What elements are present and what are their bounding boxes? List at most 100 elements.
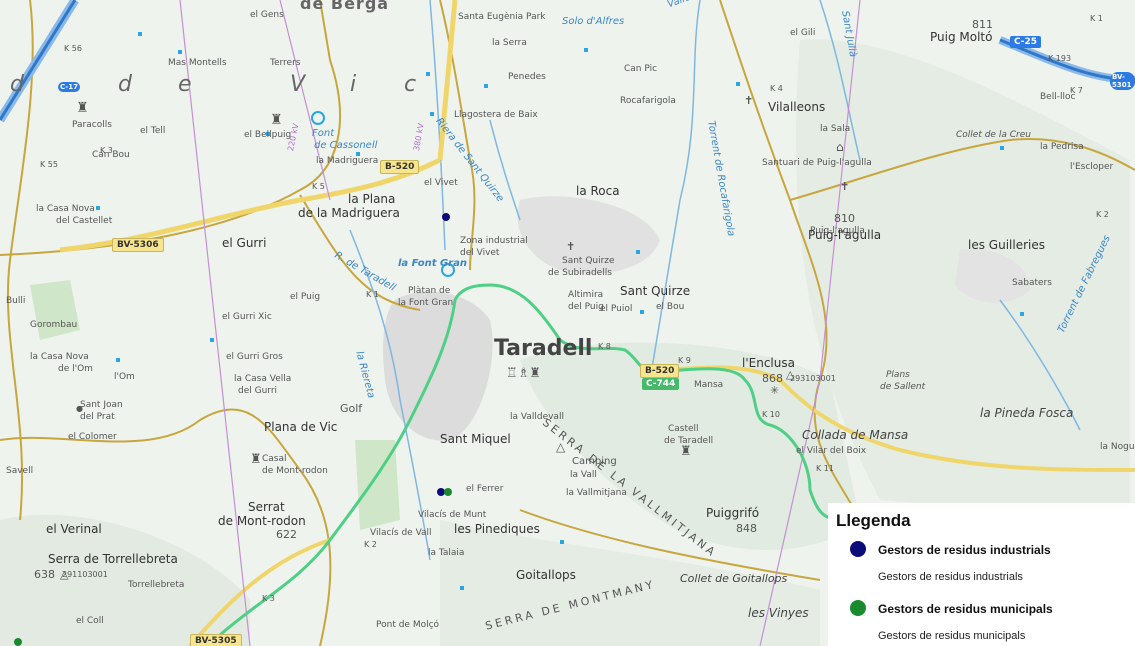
place-label-small[interactable]: Golf: [340, 402, 363, 415]
place-label[interactable]: Serra de Torrellebreta: [48, 552, 178, 566]
place-label-small[interactable]: la Madriguera: [316, 156, 379, 166]
place-label-small[interactable]: el Tell: [140, 126, 166, 136]
place-label-small[interactable]: el Ferrer: [466, 484, 504, 494]
place-label[interactable]: la Roca: [576, 184, 620, 198]
place-label-small[interactable]: de Taradell: [664, 436, 714, 446]
place-label-small[interactable]: Plàtan de: [408, 286, 451, 296]
place-label-small[interactable]: Sabaters: [1012, 278, 1052, 288]
place-label[interactable]: el Gurri: [222, 236, 267, 250]
place-label-small[interactable]: de l'Om: [58, 364, 93, 374]
legend-item-industrial[interactable]: Gestors de residus industrials: [878, 543, 1051, 557]
place-label-small[interactable]: Llagostera de Baix: [454, 110, 538, 120]
place-label-small[interactable]: el Vilar del Boix: [796, 446, 867, 456]
place-label-small[interactable]: el Vivet: [424, 178, 458, 188]
place-label[interactable]: Sant Quirze: [620, 284, 691, 298]
place-label[interactable]: Goitallops: [516, 568, 576, 582]
place-label-small[interactable]: el Coll: [76, 616, 104, 626]
place-label-small[interactable]: Bulli: [6, 296, 26, 306]
place-label-small[interactable]: el Gurri Xic: [222, 312, 272, 322]
place-label[interactable]: l'Enclusa: [742, 356, 795, 370]
place-label-small[interactable]: Vilacís de Vall: [370, 528, 432, 538]
place-label-small[interactable]: Bell-lloc: [1040, 92, 1076, 102]
place-label-small[interactable]: Puig-l'agulla: [810, 226, 865, 236]
water-label: Solo d'Alfres: [562, 16, 625, 27]
place-label-small[interactable]: el Bou: [656, 302, 685, 312]
place-label-small[interactable]: la Valldevall: [510, 412, 564, 422]
place-label-small[interactable]: la Noguera: [1100, 442, 1135, 452]
place-label-small[interactable]: la Casa Nova: [36, 204, 95, 214]
place-label-small[interactable]: la Sala: [820, 124, 851, 134]
place-label-small[interactable]: Vilacís de Munt: [418, 510, 487, 520]
place-label-small[interactable]: la Pedrisa: [1040, 142, 1084, 152]
place-label-small[interactable]: el Gurri Gros: [226, 352, 283, 362]
place-label-small[interactable]: el Gili: [790, 28, 816, 38]
place-label-small[interactable]: Torrellebreta: [128, 580, 185, 590]
place-label-small[interactable]: Casal: [262, 454, 287, 464]
place-label-small[interactable]: la Serra: [492, 38, 527, 48]
place-label[interactable]: les Guilleries: [968, 238, 1045, 252]
place-label-small[interactable]: Mansa: [694, 380, 724, 390]
place-label[interactable]: el Verinal: [46, 522, 102, 536]
place-label-small[interactable]: del Vivet: [460, 248, 500, 258]
place-label-small[interactable]: Can Bou: [92, 150, 130, 160]
legend-item-municipal[interactable]: Gestors de residus municipals: [878, 602, 1053, 616]
place-label-small[interactable]: Camping: [572, 456, 617, 467]
place-label-small[interactable]: la Talaia: [428, 548, 465, 558]
place-label-small[interactable]: de Subiradells: [548, 268, 612, 278]
place-label-small[interactable]: del Puig: [568, 302, 604, 312]
place-label[interactable]: Sant Miquel: [440, 432, 511, 446]
industrial-waste-marker[interactable]: [437, 488, 445, 496]
place-label-small[interactable]: de Sallent: [880, 382, 926, 392]
place-label[interactable]: de la Madriguera: [298, 206, 400, 220]
place-label-small[interactable]: l'Om: [114, 372, 135, 382]
place-label-small[interactable]: Sant Quirze: [562, 256, 615, 266]
place-label[interactable]: la Plana: [348, 192, 396, 206]
urban-area: [383, 291, 493, 441]
place-label-small[interactable]: Altimira: [568, 290, 604, 300]
place-label-small[interactable]: Terrers: [270, 58, 301, 68]
place-label-small[interactable]: Rocafarigola: [620, 96, 676, 106]
place-label-small[interactable]: la Vall: [570, 470, 597, 480]
peak-name[interactable]: Puig-l'agulla: [808, 228, 882, 242]
place-label-small[interactable]: Castell: [668, 424, 699, 434]
industrial-waste-marker[interactable]: [442, 213, 450, 221]
place-label-small[interactable]: Collet de la Creu: [956, 130, 1031, 140]
place-label-small[interactable]: Can Pic: [624, 64, 658, 74]
place-label[interactable]: de Mont-rodon: [218, 514, 306, 528]
place-label-small[interactable]: el Bellpuig: [244, 130, 292, 140]
place-label-small[interactable]: la Vallmitjana: [566, 488, 627, 498]
municipal-waste-marker[interactable]: [444, 488, 452, 496]
place-label[interactable]: Plana de Vic: [264, 420, 338, 434]
place-label-small[interactable]: Mas Montells: [168, 58, 227, 68]
place-label-small[interactable]: del Castellet: [56, 216, 113, 226]
place-label-small[interactable]: la Font Gran: [398, 298, 454, 308]
place-label-small[interactable]: Paracolls: [72, 120, 112, 130]
place-label-small[interactable]: Savell: [6, 466, 34, 476]
place-label-small[interactable]: el Gens: [250, 10, 284, 20]
place-label-small[interactable]: Santa Eugènia Park: [458, 12, 546, 22]
place-label-small[interactable]: el Puig: [290, 292, 321, 302]
place-label-small[interactable]: de Mont-rodon: [262, 466, 328, 476]
place-label-small[interactable]: el Puiol: [600, 304, 633, 314]
place-label-small[interactable]: el Colomer: [68, 432, 117, 442]
place-label-small[interactable]: la Casa Vella: [234, 374, 292, 384]
place-label[interactable]: les Pinediques: [454, 522, 540, 536]
place-label[interactable]: Vilalleons: [768, 100, 826, 114]
place-label-small[interactable]: Plans: [886, 370, 910, 380]
municipal-waste-marker[interactable]: [14, 638, 22, 646]
place-label[interactable]: Serrat: [248, 500, 285, 514]
place-label-small[interactable]: del Gurri: [238, 386, 278, 396]
place-label-small[interactable]: Gorombau: [30, 320, 78, 330]
place-taradell[interactable]: Taradell: [494, 336, 593, 361]
place-label-small[interactable]: del Prat: [80, 412, 115, 422]
place-label-small[interactable]: Santuari de Puig-l'agulla: [762, 158, 872, 168]
peak-name[interactable]: Puiggrifó: [706, 506, 760, 520]
place-label-small[interactable]: Pont de Molçó: [376, 620, 440, 630]
place-label-small[interactable]: la Casa Nova: [30, 352, 89, 362]
place-label-small[interactable]: Zona industrial: [460, 236, 528, 246]
place-label-small[interactable]: Penedes: [508, 72, 546, 82]
place-label-small[interactable]: Sant Joan: [80, 400, 123, 410]
place-label-small[interactable]: l'Escloper: [1070, 162, 1114, 172]
place-label[interactable]: Puig Moltó: [930, 30, 993, 44]
